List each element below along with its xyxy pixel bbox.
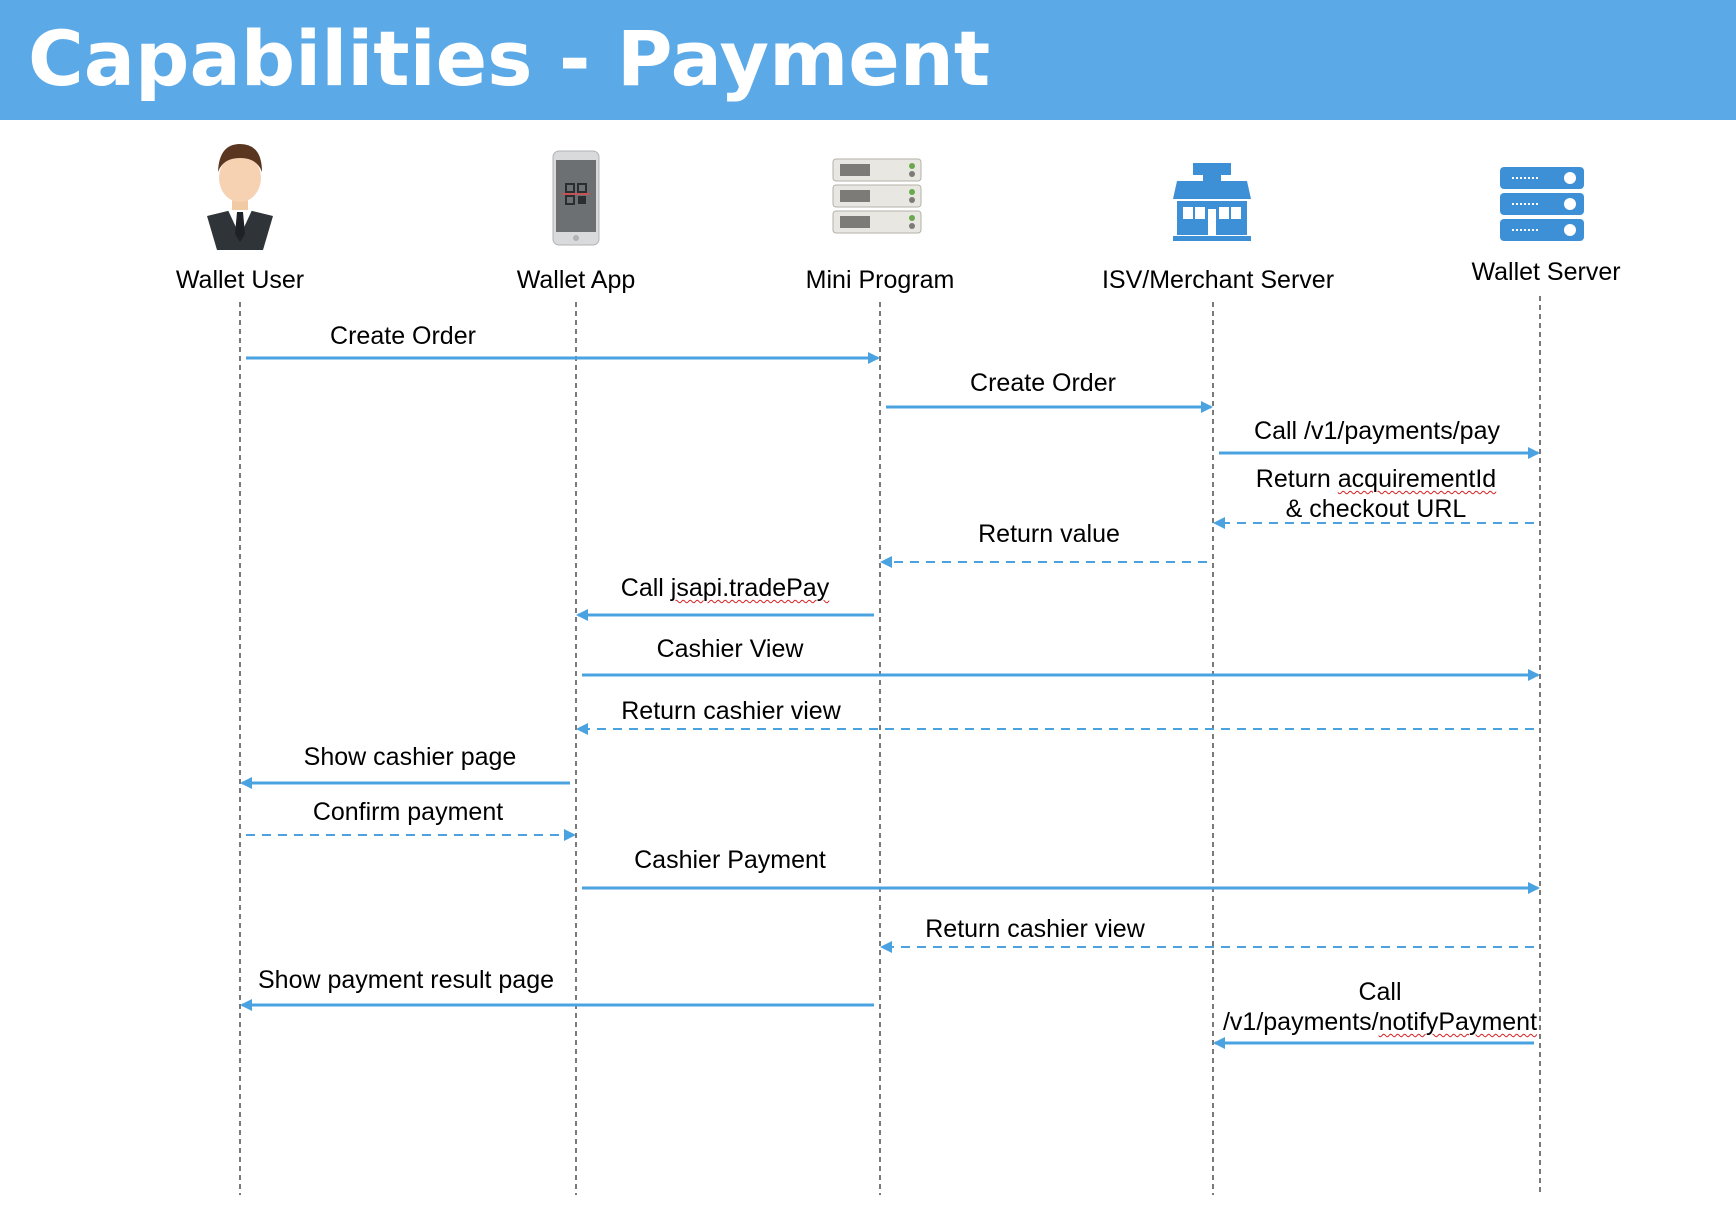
storefront-icon — [1173, 163, 1251, 241]
actor-label-wallet-server: Wallet Server — [1471, 258, 1621, 286]
message-label-3: Call /v1/payments/pay — [1254, 417, 1500, 445]
businessman-icon — [207, 144, 273, 250]
actor-label-wallet-user: Wallet User — [175, 266, 305, 294]
actor-label-isv-merchant-server: ISV/Merchant Server — [1101, 266, 1335, 294]
message-label-5: Return value — [978, 520, 1120, 548]
server-rack-icon — [832, 158, 922, 234]
database-server-icon — [1500, 167, 1584, 241]
message-label-14-line-2: /v1/payments/notifyPayment — [1222, 1008, 1538, 1036]
page-title: Capabilities - Payment — [28, 14, 991, 103]
header-bar: Capabilities - Payment — [0, 0, 1736, 120]
message-label-13: Show payment result page — [257, 966, 555, 994]
message-label-14: Call /v1/payments/notifyPayment — [1223, 977, 1537, 1037]
message-label-12: Return cashier view — [925, 915, 1145, 943]
message-label-6: Call jsapi.tradePay — [620, 574, 830, 602]
message-label-4-line-1: Return acquirementId — [1255, 465, 1497, 493]
message-label-11: Cashier Payment — [634, 846, 826, 874]
message-label-2: Create Order — [970, 369, 1116, 397]
message-label-9: Show cashier page — [303, 743, 517, 771]
message-label-10: Confirm payment — [312, 798, 504, 826]
message-label-7: Cashier View — [656, 635, 804, 663]
message-label-1: Create Order — [330, 322, 476, 350]
message-label-14-line-1: Call — [1358, 978, 1402, 1006]
message-label-8: Return cashier view — [621, 697, 841, 725]
smartphone-qr-icon — [552, 150, 600, 246]
actor-label-wallet-app: Wallet App — [516, 266, 636, 294]
message-label-4-line-2: & checkout URL — [1285, 495, 1467, 523]
actor-label-mini-program: Mini Program — [805, 266, 955, 294]
message-label-4: Return acquirementId & checkout URL — [1256, 464, 1496, 524]
